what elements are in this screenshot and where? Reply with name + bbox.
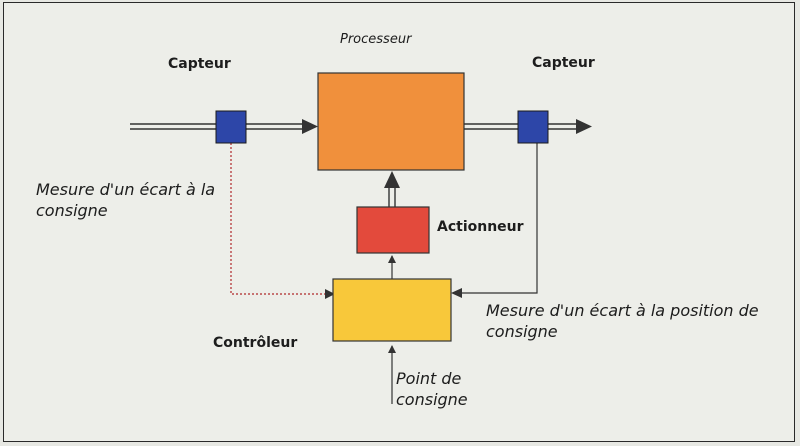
left-sensor-box: [215, 110, 247, 144]
right-sensor-label: Capteur: [532, 55, 595, 71]
flow-to-processor-arrow: [246, 119, 318, 134]
processor-label: Processeur: [340, 32, 412, 47]
setpoint-line1: Point de: [396, 369, 462, 388]
flow-from-processor-line: [464, 123, 518, 130]
setpoint-line2: consigne: [396, 390, 468, 409]
controller-box: [332, 278, 452, 342]
right-measure-annotation: Mesure d'un écart à la position de consi…: [486, 300, 759, 342]
actuator-box: [356, 206, 430, 254]
right-measure-line1: Mesure d'un écart à la position de: [486, 301, 759, 320]
left-measure-line1: Mesure d'un écart à la: [36, 180, 216, 199]
controller-label: Contrôleur: [213, 335, 298, 351]
actuator-label: Actionneur: [437, 219, 524, 235]
setpoint-annotation: Point de consigne: [396, 368, 468, 410]
right-sensor-box: [517, 110, 549, 144]
processor-box: [317, 72, 465, 171]
left-feedback-dotted-line: [230, 143, 330, 295]
right-feedback-arrowhead: [451, 288, 462, 298]
left-measure-line2: consigne: [36, 201, 108, 220]
left-feedback-arrowhead: [325, 289, 335, 299]
output-flow-arrow: [548, 119, 592, 134]
right-feedback-line: [460, 143, 538, 294]
left-sensor-label: Capteur: [168, 56, 231, 72]
left-measure-annotation: Mesure d'un écart à la consigne: [36, 179, 215, 221]
actuator-to-processor-arrow: [384, 171, 400, 207]
input-flow-line: [130, 123, 216, 130]
right-measure-line2: consigne: [486, 322, 558, 341]
